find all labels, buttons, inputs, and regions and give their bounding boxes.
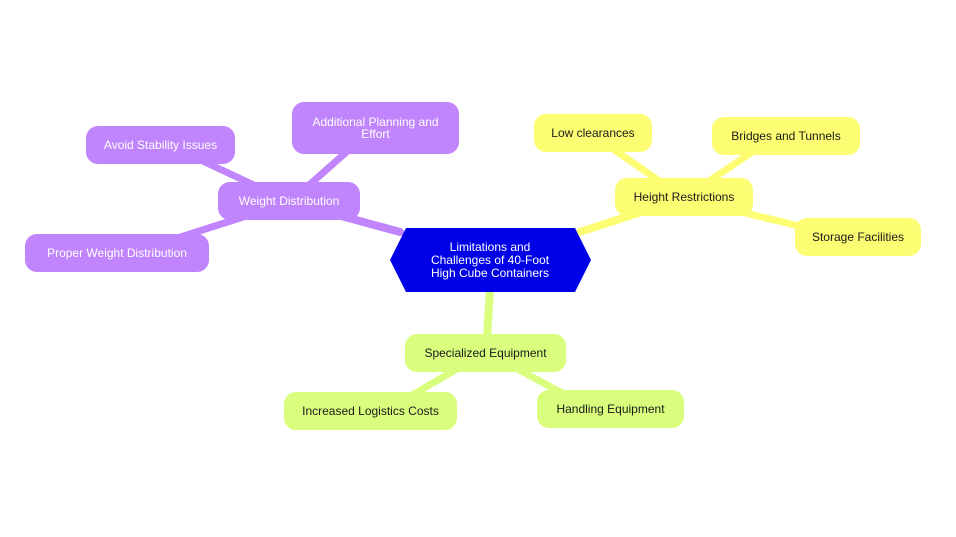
- node-handling-equipment: Handling Equipment: [537, 390, 684, 428]
- node-increased-logistics: Increased Logistics Costs: [284, 392, 457, 430]
- node-weight-distribution: Weight Distribution: [218, 182, 360, 220]
- node-additional-planning: Additional Planning and Effort: [292, 102, 459, 154]
- node-specialized-equipment: Specialized Equipment: [405, 334, 566, 372]
- node-height-restrictions: Height Restrictions: [615, 178, 753, 216]
- root-node-label: Limitations and Challenges of 40-Foot Hi…: [430, 239, 550, 280]
- root-node-shape: [390, 228, 591, 292]
- node-proper-weight: Proper Weight Distribution: [25, 234, 209, 272]
- node-low-clearances: Low clearances: [534, 114, 652, 152]
- node-storage-facilities: Storage Facilities: [795, 218, 921, 256]
- node-avoid-stability: Avoid Stability Issues: [86, 126, 235, 164]
- node-bridges-tunnels: Bridges and Tunnels: [712, 117, 860, 155]
